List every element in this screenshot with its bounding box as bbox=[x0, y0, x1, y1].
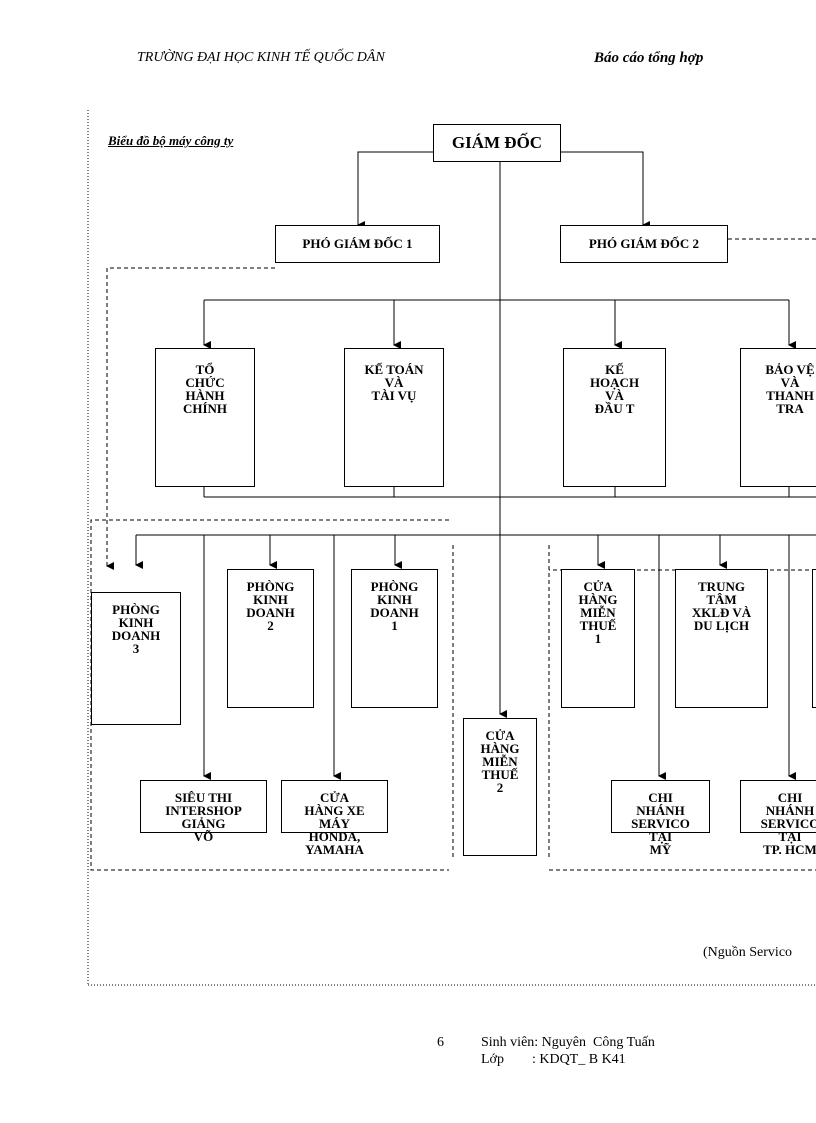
school-name: TRƯỜNG ĐẠI HỌC KINH TẾ QUỐC DÂN bbox=[137, 50, 385, 65]
page-number: 6 bbox=[437, 1035, 444, 1050]
node-sales-3: PHÒNG KINH DOANH 3 bbox=[91, 592, 181, 725]
node-security: BẢO VỆ VÀ THANH TRA bbox=[740, 348, 816, 487]
node-duty-free-1: CỬA HÀNG MIỄN THUẾ 1 bbox=[561, 569, 635, 708]
node-director: GIÁM ĐỐC bbox=[433, 124, 561, 162]
node-deputy-2: PHÓ GIÁM ĐỐC 2 bbox=[560, 225, 728, 263]
student-line: Sinh viên: Nguyên Công Tuấn bbox=[481, 1035, 655, 1050]
student-info: Sinh viên: Nguyên Công Tuấn Lớp : KDQT_ … bbox=[481, 1035, 655, 1069]
report-title: Báo cáo tổng hợp bbox=[594, 50, 704, 66]
node-accounting: KẾ TOÁN VÀ TÀI VỤ bbox=[344, 348, 444, 487]
node-branch-usa: CHI NHÁNH SERVICO TẠI MỸ bbox=[611, 780, 710, 856]
node-planning: KẾ HOẠCH VÀ ĐẦU T bbox=[563, 348, 666, 487]
node-sales-2: PHÒNG KINH DOANH 2 bbox=[227, 569, 314, 708]
node-intershop: SIÊU THI INTERSHOP GIẢNG VÕ bbox=[140, 780, 267, 843]
node-motorbike-shop: CỬA HÀNG XE MÁY HONDA, YAMAHA bbox=[281, 780, 388, 856]
node-sales-1: PHÒNG KINH DOANH 1 bbox=[351, 569, 438, 708]
node-duty-free-2: CỬA HÀNG MIỄN THUẾ 2 bbox=[463, 718, 537, 856]
node-branch-hcm: CHI NHÁNH SERVICO TẠI TP. HCM bbox=[740, 780, 816, 856]
node-partial-box bbox=[812, 569, 816, 708]
source-note: (Nguồn Servico bbox=[703, 945, 793, 960]
node-deputy-1: PHÓ GIÁM ĐỐC 1 bbox=[275, 225, 440, 263]
class-line: Lớp : KDQT_ B K41 bbox=[481, 1051, 626, 1067]
node-admin: TỔ CHỨC HÀNH CHÍNH bbox=[155, 348, 255, 487]
chart-caption: Biểu đồ bộ máy công ty bbox=[108, 133, 234, 148]
node-labor-export-center: TRUNG TÂM XKLĐ VÀ DU LỊCH bbox=[675, 569, 768, 708]
